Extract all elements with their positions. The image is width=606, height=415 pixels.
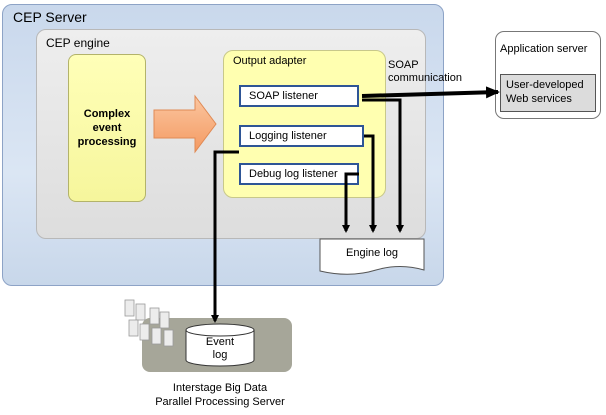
output-adapter-label: Output adapter: [233, 55, 307, 67]
event-log-label: Event log: [187, 336, 253, 362]
soap-comm-line1: SOAP: [388, 59, 419, 71]
web-services-line2: Web services: [506, 93, 572, 105]
engine-log-document: [319, 238, 425, 275]
debug-to-enginelog-arrow: [342, 172, 359, 233]
soap-communication-label: SOAP communication: [388, 59, 462, 85]
event-log-line2: log: [212, 349, 228, 361]
interstage-server-label: Interstage Big Data Parallel Processing …: [120, 381, 320, 409]
engine-log-label: Engine log: [346, 247, 398, 259]
complex-event-processing-box: Complex event processing: [68, 54, 146, 202]
logging-listener-box: Logging listener: [239, 125, 364, 147]
web-services-line1: User-developed: [506, 79, 584, 91]
complex-line1: Complex: [83, 108, 131, 120]
event-log-line1: Event: [205, 336, 235, 348]
flow-arrow-icon: [153, 94, 217, 154]
soap-comm-line2: communication: [388, 72, 462, 84]
soap-to-app-arrow: [361, 86, 500, 99]
logging-to-enginelog-arrow: [364, 134, 377, 233]
soap-to-enginelog-arrow: [362, 98, 404, 233]
logging-to-eventlog-arrow: [211, 150, 239, 323]
server-rack-icon: [124, 299, 174, 347]
complex-line3: processing: [77, 136, 137, 148]
cep-server-label: CEP Server: [13, 9, 87, 25]
cep-engine-label: CEP engine: [46, 36, 110, 50]
user-developed-web-services-box: User-developed Web services: [500, 74, 596, 112]
interstage-line1: Interstage Big Data: [172, 382, 268, 394]
soap-listener-box: SOAP listener: [239, 85, 359, 107]
event-log-cylinder: [185, 323, 255, 367]
complex-line2: event: [92, 122, 122, 134]
application-server-label: Application server: [500, 43, 588, 55]
interstage-line2: Parallel Processing Server: [155, 396, 285, 408]
